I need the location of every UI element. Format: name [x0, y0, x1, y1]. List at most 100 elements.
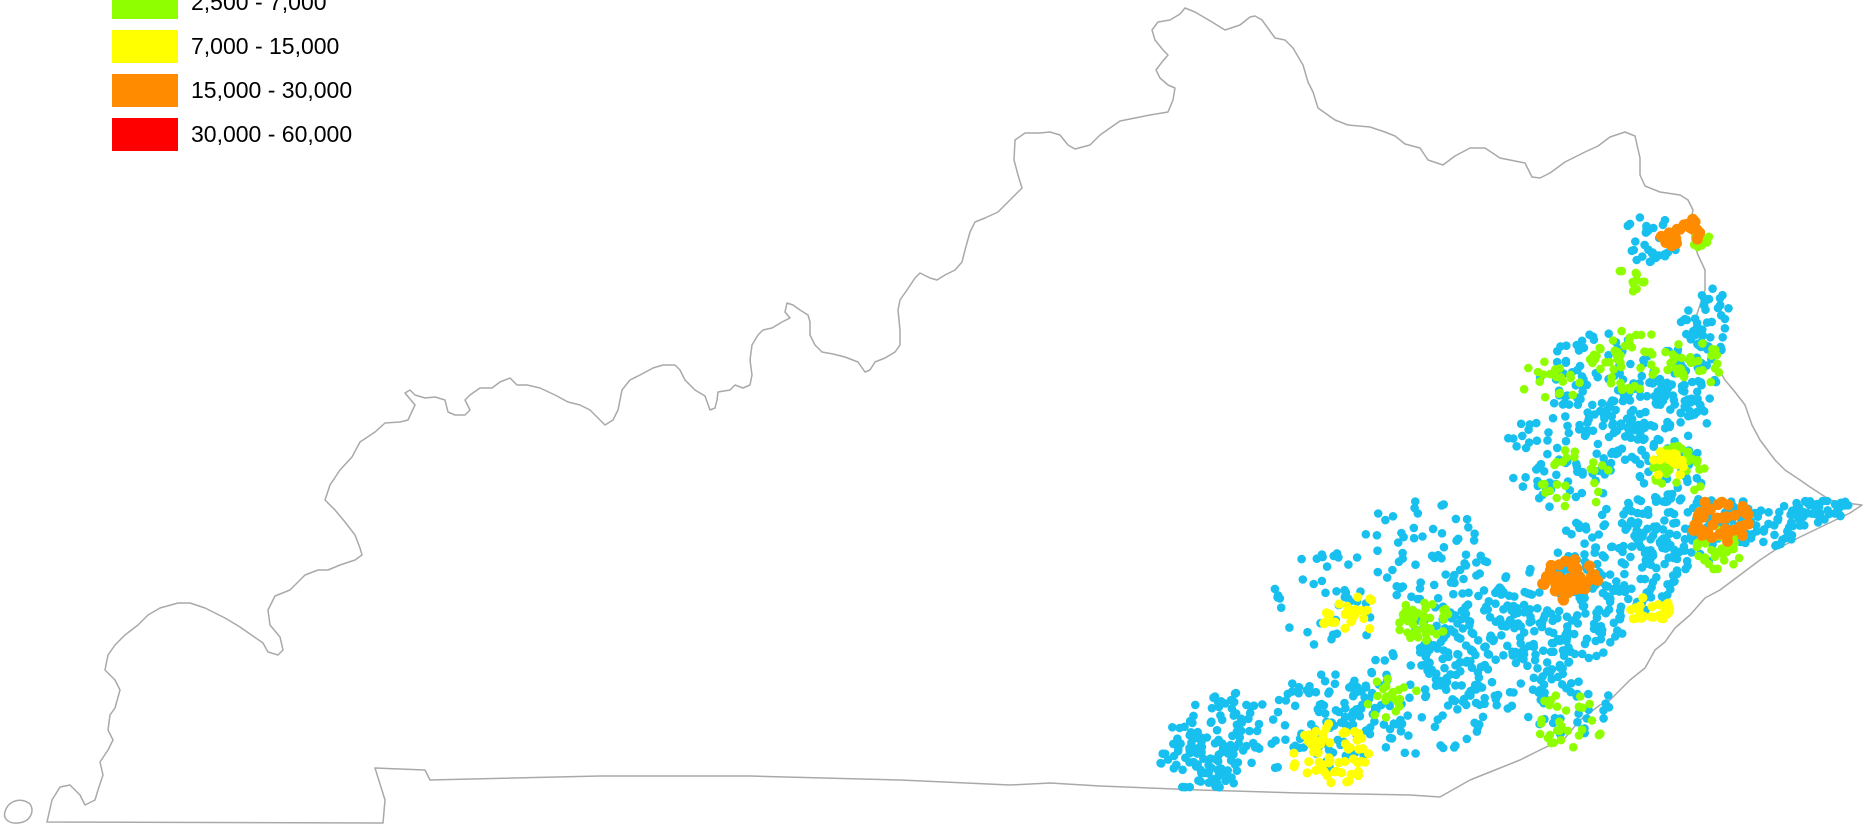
settlement-point [1217, 715, 1227, 725]
settlement-point [1569, 742, 1578, 752]
settlement-point [1615, 606, 1625, 616]
settlement-point [1599, 648, 1608, 657]
settlement-point [1552, 470, 1561, 480]
settlement-point [1604, 432, 1614, 442]
settlement-point [1662, 469, 1671, 479]
settlement-point [1237, 726, 1246, 736]
settlement-point [1798, 512, 1808, 522]
settlement-point [1585, 699, 1594, 709]
settlement-point [1462, 514, 1472, 524]
settlement-point [1570, 649, 1580, 659]
settlement-point [1409, 533, 1419, 543]
settlement-point [1518, 482, 1528, 491]
settlement-point [1707, 351, 1716, 361]
settlement-point [1558, 377, 1568, 386]
settlement-point [1413, 594, 1422, 604]
settlement-point [1388, 688, 1397, 698]
settlement-point [1169, 739, 1178, 749]
settlement-point [1648, 612, 1658, 622]
settlement-point [1553, 548, 1563, 557]
settlement-point [1567, 616, 1577, 625]
legend-swatch-yellow [112, 29, 178, 63]
settlement-point [1567, 529, 1576, 539]
settlement-point [1643, 524, 1652, 534]
settlement-point [1313, 736, 1323, 746]
settlement-point [1281, 735, 1290, 744]
settlement-point [1466, 645, 1476, 654]
settlement-point [1684, 306, 1693, 315]
settlement-point [1624, 500, 1634, 509]
settlement-point [1652, 563, 1661, 573]
settlement-point [1268, 715, 1278, 724]
settlement-point [1627, 246, 1637, 256]
settlement-point [1655, 447, 1665, 457]
settlement-point [1734, 553, 1744, 563]
settlement-point [1175, 723, 1184, 733]
settlement-point [1635, 472, 1645, 482]
settlement-point [1381, 713, 1391, 722]
settlement-point [1653, 470, 1664, 480]
settlement-point [1663, 497, 1672, 506]
settlement-point [1558, 646, 1568, 655]
settlement-point [1519, 649, 1529, 659]
settlement-point [1551, 691, 1561, 700]
settlement-point [1406, 661, 1416, 670]
settlement-point [1787, 530, 1797, 540]
settlement-point [1663, 542, 1673, 552]
settlement-point [1574, 677, 1583, 686]
settlement-point [1410, 503, 1419, 513]
settlement-point [1168, 723, 1177, 732]
settlement-point [1583, 560, 1595, 572]
settlement-point [1475, 720, 1484, 729]
settlement-point [1820, 515, 1829, 524]
settlement-point [1704, 559, 1713, 569]
settlement-point [1362, 605, 1372, 615]
settlement-point [1656, 613, 1666, 624]
settlement-point [1518, 431, 1527, 441]
settlement-point [1370, 703, 1380, 713]
settlement-point [1663, 508, 1673, 517]
settlement-point [1801, 496, 1810, 506]
settlement-point [1560, 501, 1570, 511]
settlement-point [1658, 525, 1668, 534]
settlement-point [1479, 586, 1489, 595]
settlement-point [1644, 510, 1653, 519]
settlement-point [1503, 641, 1512, 651]
settlement-point [1439, 615, 1448, 624]
settlement-point [1546, 647, 1556, 657]
settlement-point [1430, 722, 1440, 732]
settlement-point [1595, 406, 1605, 416]
settlement-point [1281, 696, 1291, 705]
settlement-point [1669, 449, 1679, 459]
settlement-point [1779, 501, 1789, 511]
settlement-point [1411, 749, 1420, 758]
settlement-point [1626, 552, 1635, 562]
settlement-point [1694, 227, 1706, 239]
settlement-point [1548, 616, 1557, 626]
settlement-point [1650, 391, 1659, 401]
settlement-point [1437, 529, 1447, 538]
settlement-point [1545, 369, 1555, 379]
settlement-point [1696, 529, 1708, 541]
settlement-point [1491, 694, 1501, 704]
settlement-point [1204, 760, 1213, 770]
settlement-point [1588, 533, 1597, 542]
settlement-point [1418, 532, 1427, 541]
settlement-point [1610, 347, 1620, 357]
settlement-point [1451, 661, 1460, 670]
settlement-point [1340, 623, 1350, 633]
legend-item-30000-60000: 30,000 - 60,000 [112, 112, 352, 156]
settlement-point [1714, 368, 1724, 377]
settlement-point [1290, 701, 1300, 711]
settlement-point [1554, 606, 1564, 616]
settlement-point [1619, 581, 1629, 590]
settlement-point [1474, 673, 1484, 682]
settlement-point [1439, 646, 1449, 655]
settlement-point [1347, 615, 1357, 625]
settlement-point [1660, 215, 1670, 225]
settlement-point [1598, 421, 1608, 431]
settlement-point [1373, 567, 1383, 577]
settlement-point [1594, 487, 1603, 497]
settlement-point [1484, 597, 1494, 606]
settlement-point [1781, 533, 1790, 543]
